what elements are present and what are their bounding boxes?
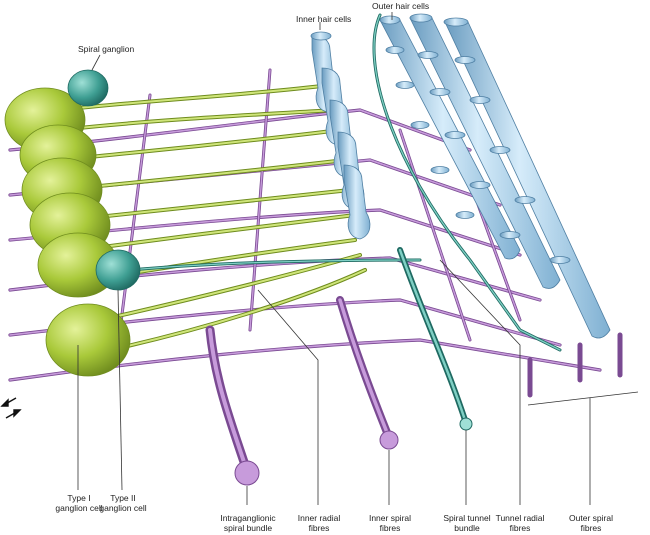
type2-ganglion-cells xyxy=(67,69,141,291)
label-tunnel-radial-fibres: Tunnel radial fibres xyxy=(495,513,545,533)
direction-arrows-icon xyxy=(0,397,22,419)
leader-lines xyxy=(77,12,591,505)
label-intraganglionic-spiral-bundle: Intraganglionic spiral bundle xyxy=(220,513,276,533)
type1-ganglion-cells xyxy=(4,87,131,377)
label-inner-hair-cells: Inner hair cells xyxy=(296,14,352,24)
descending-bundles xyxy=(205,247,468,470)
label-inner-radial-fibres: Inner radial fibres xyxy=(297,513,341,533)
label-outer-spiral-fibres: Outer spiral fibres xyxy=(569,513,613,533)
label-outer-hair-cells: Outer hair cells xyxy=(372,1,430,11)
label-type2-ganglion-cell: Type II ganglion cell xyxy=(99,493,147,513)
label-inner-spiral-fibres: Inner spiral fibres xyxy=(368,513,412,533)
type2-spiral-fibres xyxy=(128,13,562,352)
bundle-cross-sections xyxy=(234,417,473,486)
inner-hair-cells xyxy=(310,31,371,240)
label-spiral-tunnel-bundle: Spiral tunnel bundle xyxy=(443,513,491,533)
label-spiral-ganglion: Spiral ganglion xyxy=(78,44,135,54)
label-type1-ganglion-cell: Type I ganglion cell xyxy=(55,493,103,513)
outer-spiral-fibre-stubs xyxy=(527,332,623,398)
outer-spiral-bracket xyxy=(527,391,639,406)
outer-hair-cells xyxy=(379,13,611,339)
